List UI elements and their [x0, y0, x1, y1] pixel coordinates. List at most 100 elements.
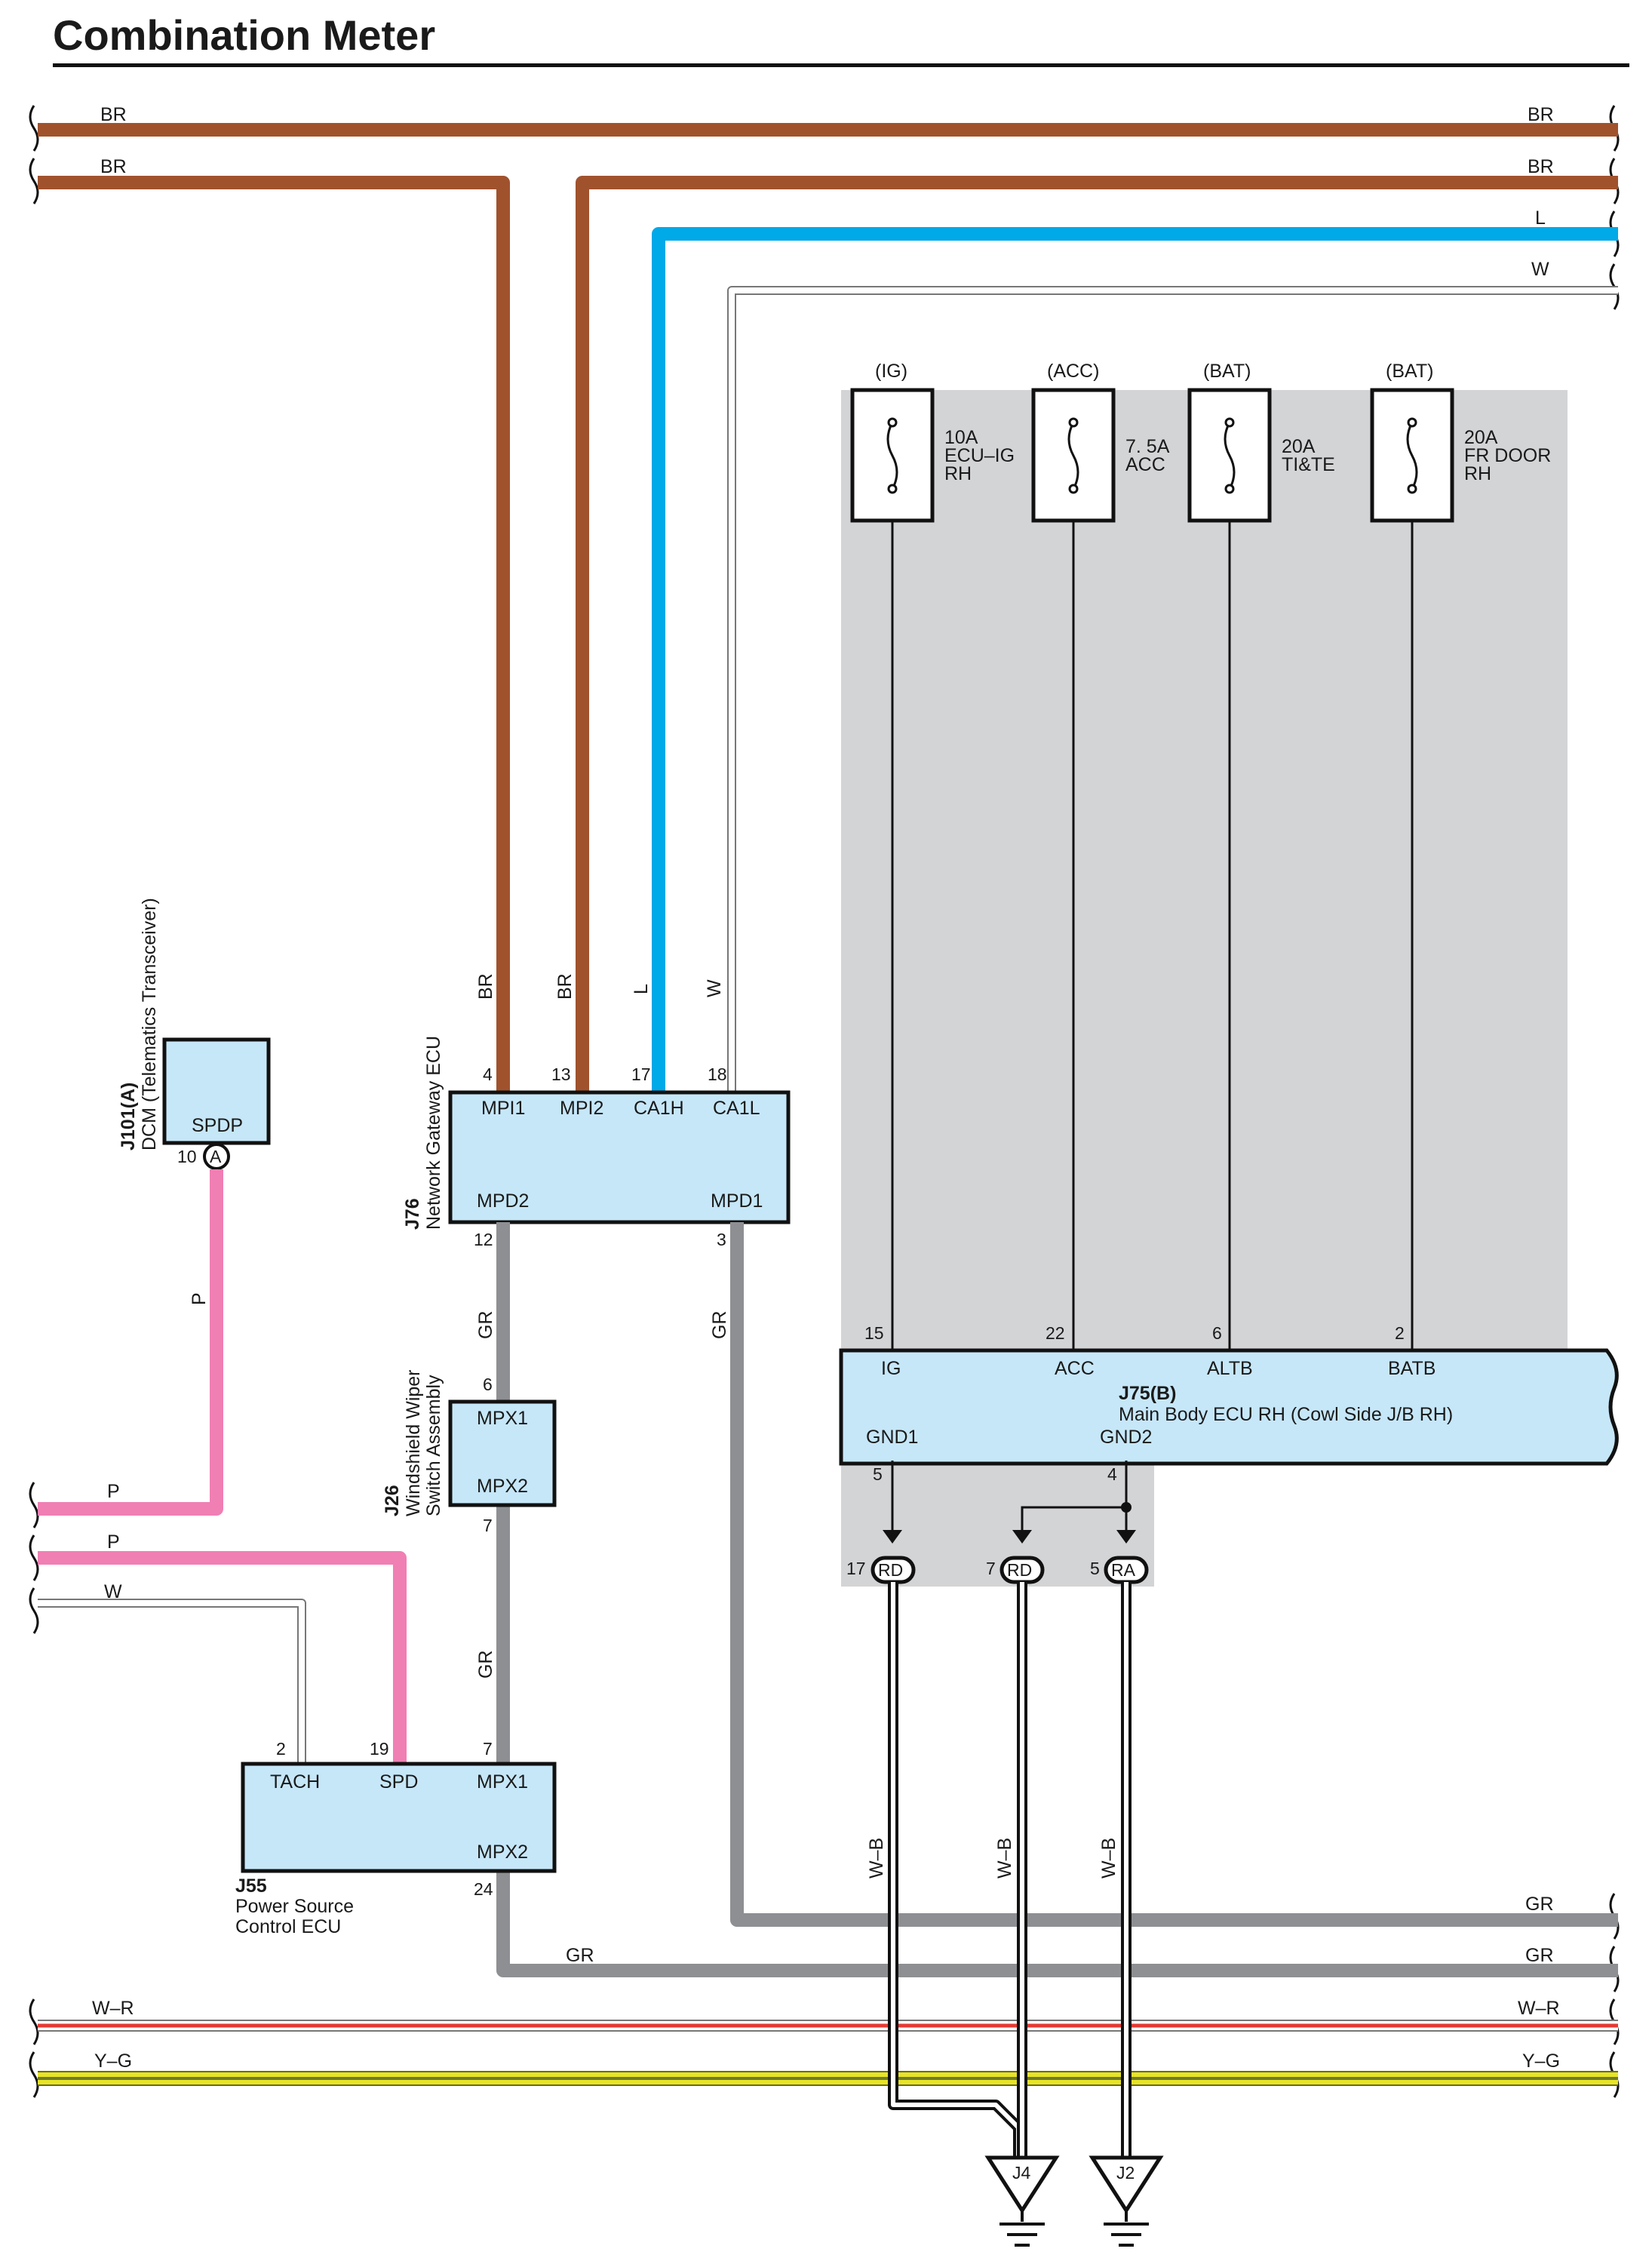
svg-text:17: 17: [631, 1064, 651, 1084]
wire-label-yg-left: Y–G: [94, 2051, 132, 2072]
svg-text:J4: J4: [1012, 2163, 1031, 2183]
svg-text:(IG): (IG): [875, 361, 907, 382]
wire-label-wr-left: W–R: [92, 1998, 134, 2019]
fuse-leads: [891, 521, 1414, 1350]
connector-a: A: [210, 1147, 222, 1166]
svg-text:Switch Assembly: Switch Assembly: [423, 1375, 444, 1516]
gr-wire-mpd1-to-right: [730, 1222, 1618, 1927]
terminal-batb: BATB: [1388, 1358, 1436, 1379]
title-underline: [53, 63, 1629, 67]
terminal-tach: TACH: [270, 1771, 320, 1793]
svg-text:6: 6: [483, 1375, 493, 1394]
svg-text:RH: RH: [1464, 463, 1491, 484]
fuse-bat-tite: (BAT) 20A TI&TE: [1187, 361, 1335, 523]
l-wire-to-ca1h: [652, 227, 1618, 1092]
wire-label-wb-3: W–B: [1098, 1838, 1119, 1879]
windshield-wiper-switch: MPX1 MPX2 6 7 J26 Windshield Wiper Switc…: [382, 1369, 557, 1535]
fuse-ig: (IG) 10A ECU–IG RH: [850, 361, 1015, 523]
svg-text:10: 10: [177, 1147, 197, 1166]
wire-label-gr-vert-2: GR: [709, 1311, 730, 1340]
splice-point: [1121, 1502, 1132, 1513]
wire-label-l-vert: L: [631, 984, 652, 994]
svg-text:10A: 10A: [944, 427, 978, 448]
terminal-altb: ALTB: [1207, 1358, 1253, 1379]
wire-label-br-right-1: BR: [1528, 104, 1554, 125]
svg-text:17: 17: [846, 1559, 866, 1578]
gateway-id: J76: [402, 1198, 423, 1230]
svg-text:RD: RD: [878, 1560, 903, 1580]
wire-label-p-vert: P: [189, 1292, 210, 1305]
svg-text:RH: RH: [944, 463, 972, 484]
terminal-wiper-mpx1: MPX1: [477, 1408, 528, 1429]
terminal-spd: SPD: [379, 1771, 418, 1793]
wire-label-br-vert-2: BR: [554, 973, 576, 1000]
svg-text:3: 3: [717, 1230, 726, 1249]
svg-text:RA: RA: [1111, 1560, 1136, 1580]
body-ecu-name: Main Body ECU RH (Cowl Side J/B RH): [1119, 1404, 1453, 1425]
terminal-mpd2: MPD2: [477, 1190, 529, 1212]
svg-text:J2: J2: [1116, 2163, 1135, 2183]
wire-label-p-1: P: [107, 1481, 120, 1502]
wire-label-br-left-2: BR: [100, 156, 127, 177]
svg-text:24: 24: [474, 1879, 493, 1899]
svg-text:20A: 20A: [1282, 436, 1316, 457]
svg-text:ECU–IG: ECU–IG: [944, 445, 1015, 466]
terminal-mpx1: MPX1: [477, 1771, 528, 1793]
junction-block-shade: [841, 390, 1568, 1587]
ground-j2: J2: [1089, 2155, 1164, 2247]
dcm-name: DCM (Telematics Transceiver): [139, 898, 160, 1150]
terminal-mpi1: MPI1: [481, 1098, 525, 1119]
wire-label-l-right: L: [1535, 207, 1546, 229]
main-body-ecu-rh: 15 22 6 2 IG ACC ALTB BATB J75(B) Main B…: [839, 1323, 1619, 1484]
wb-ground-wires: [888, 1582, 1132, 2158]
svg-text:18: 18: [708, 1064, 727, 1084]
svg-text:2: 2: [276, 1739, 286, 1759]
wire-label-gr-bottom: GR: [566, 1945, 594, 1966]
svg-text:7: 7: [483, 1739, 493, 1759]
svg-text:12: 12: [474, 1230, 493, 1249]
terminal-mpi2: MPI2: [560, 1098, 603, 1119]
svg-text:7. 5A: 7. 5A: [1125, 436, 1170, 457]
svg-text:(ACC): (ACC): [1047, 361, 1099, 382]
dcm-id: J101(A): [118, 1083, 139, 1150]
network-gateway-ecu: 4 13 17 18 MPI1 MPI2 CA1H CA1L MPD2 MPD1…: [402, 1036, 791, 1249]
gr-wire-j55-to-right: [496, 1871, 1618, 1977]
svg-text:7: 7: [483, 1516, 493, 1535]
svg-text:TI&TE: TI&TE: [1282, 454, 1335, 475]
svg-text:(BAT): (BAT): [1386, 361, 1433, 382]
br-wire-to-mpi1: [38, 176, 510, 1092]
terminal-wiper-mpx2: MPX2: [477, 1476, 528, 1497]
wire-label-br-right-2: BR: [1528, 156, 1554, 177]
svg-text:7: 7: [986, 1559, 996, 1578]
terminal-mpd1: MPD1: [711, 1190, 763, 1212]
wire-label-gr-vert-3: GR: [475, 1651, 496, 1679]
svg-text:20A: 20A: [1464, 427, 1498, 448]
wiper-id: J26: [382, 1485, 403, 1516]
svg-text:ACC: ACC: [1125, 454, 1165, 475]
terminal-ig: IG: [881, 1358, 901, 1379]
p-wire-from-dcm: [38, 1169, 223, 1516]
gnd-arrows: [883, 1530, 1136, 1544]
svg-text:15: 15: [864, 1323, 884, 1343]
svg-text:Power Source: Power Source: [235, 1896, 354, 1917]
terminal-spdp: SPDP: [192, 1115, 243, 1136]
wire-label-gr-vert-1: GR: [475, 1311, 496, 1340]
gnd-leads: [891, 1461, 1128, 1531]
terminal-ca1l: CA1L: [713, 1098, 760, 1119]
fuse-bat-fr-door: (BAT) 20A FR DOOR RH: [1370, 361, 1551, 523]
svg-text:(BAT): (BAT): [1203, 361, 1251, 382]
wire-label-w-right: W: [1531, 259, 1549, 280]
wire-label-wb-1: W–B: [866, 1838, 887, 1879]
svg-text:4: 4: [1107, 1464, 1117, 1484]
svg-text:13: 13: [551, 1064, 571, 1084]
ground-connector-rd-7: 7 RD: [986, 1556, 1045, 1584]
wire-label-br-vert-1: BR: [475, 973, 496, 1000]
w-wire-to-tach: [38, 1599, 306, 1764]
gateway-name: Network Gateway ECU: [423, 1036, 444, 1230]
svg-text:Control ECU: Control ECU: [235, 1916, 341, 1937]
dcm-telematics-transceiver: SPDP 10 A J101(A) DCM (Telematics Transc…: [118, 898, 271, 1170]
wire-label-gr-right-2: GR: [1525, 1945, 1554, 1966]
svg-text:19: 19: [370, 1739, 389, 1759]
p-wire-to-spd: [38, 1551, 407, 1764]
